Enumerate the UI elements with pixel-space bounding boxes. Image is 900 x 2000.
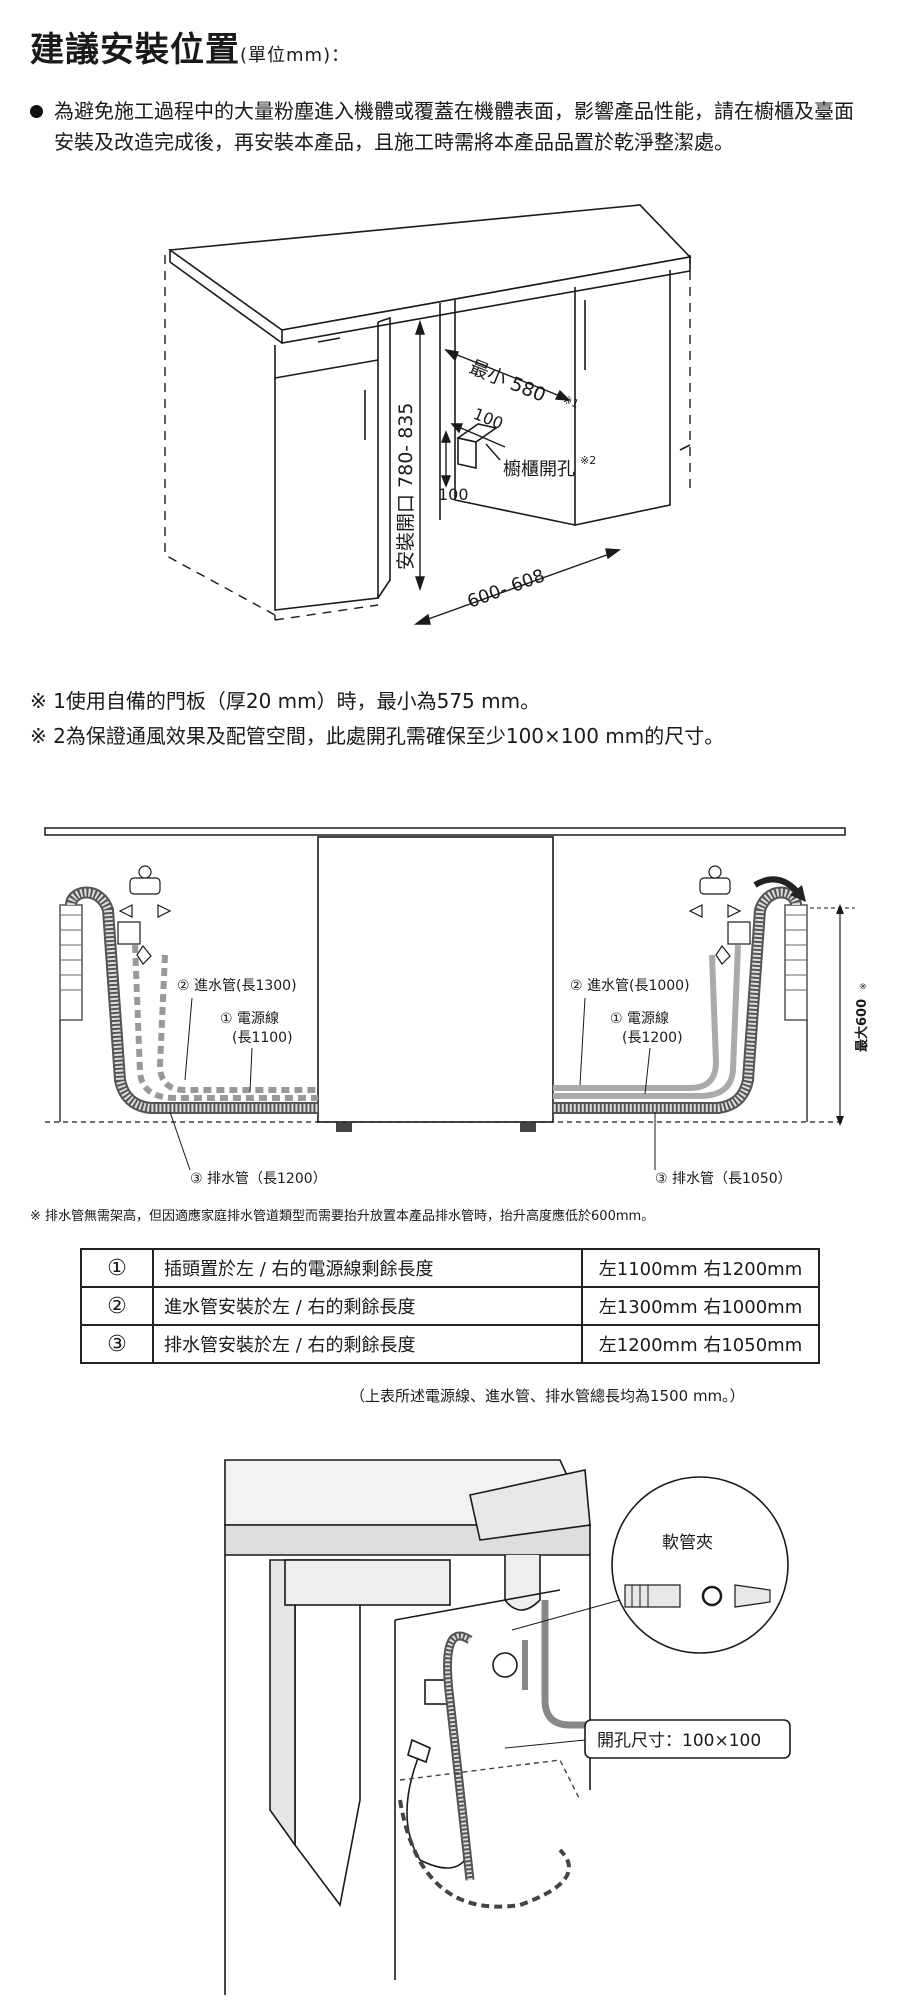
- title-unit: (單位mm)：: [240, 45, 351, 66]
- table-row: ① 插頭置於左 / 右的電源線剩餘長度 左1100mm 右1200mm: [80, 1248, 820, 1288]
- hole-label: 櫥櫃開孔: [503, 459, 575, 480]
- row-number: ③: [80, 1324, 154, 1364]
- bullet-text: 為避免施工過程中的大量粉塵進入機體或覆蓋在機體表面，影響產品性能，請在櫥櫃及臺面…: [54, 99, 854, 154]
- page-title: 建議安裝位置(單位mm)：: [30, 30, 351, 70]
- opening-height-label: 安裝開口 780- 835: [395, 403, 417, 570]
- table-note: （上表所述電源線、進水管、排水管總長均為1500 mm。）: [350, 1387, 745, 1405]
- row-number: ①: [80, 1248, 154, 1288]
- left-power-label: ① 電源線: [220, 1011, 279, 1027]
- min-width-mark: ※1: [561, 393, 581, 411]
- note-2: ※ 2為保證通風效果及配管空間，此處開孔需確保至少100×100 mm的尺寸。: [30, 724, 725, 748]
- max-height-label: 最大600: [854, 999, 870, 1052]
- right-drain-label: ③ 排水管（長1050）: [655, 1171, 792, 1187]
- left-drain-label: ③ 排水管（長1200）: [190, 1171, 327, 1187]
- row-value: 左1200mm 右1050mm: [581, 1324, 820, 1364]
- max-height-mark: ※: [859, 982, 869, 990]
- left-inlet-label: ② 進水管(長1300): [177, 978, 297, 994]
- row-description: 進水管安裝於左 / 右的剩餘長度: [152, 1286, 583, 1326]
- right-power-length: (長1200): [622, 1030, 683, 1046]
- row-description: 排水管安裝於左 / 右的剩餘長度: [152, 1324, 583, 1364]
- table-row: ③ 排水管安裝於左 / 右的剩餘長度 左1200mm 右1050mm: [80, 1324, 820, 1364]
- note-1: ※ 1使用自備的門板（厚20 mm）時，最小為575 mm。: [30, 689, 541, 713]
- hose-clamp-label: 軟管夾: [662, 1533, 713, 1553]
- cabinet-diagram: 最小 580 ※1 100 100 櫥櫃開孔 ※2 安裝開口 780- 835 …: [164, 204, 692, 625]
- right-inlet-label: ② 進水管(長1000): [570, 978, 690, 994]
- table-row: ② 進水管安裝於左 / 右的剩餘長度 左1300mm 右1000mm: [80, 1286, 820, 1326]
- row-value: 左1300mm 右1000mm: [581, 1286, 820, 1326]
- row-number: ②: [80, 1286, 154, 1326]
- hole-label-mark: ※2: [580, 454, 596, 467]
- row-description: 插頭置於左 / 右的電源線剩餘長度: [152, 1248, 583, 1288]
- bullet-dot: [30, 105, 43, 118]
- install-bullet: 為避免施工過程中的大量粉塵進入機體或覆蓋在機體表面，影響產品性能，請在櫥櫃及臺面…: [30, 96, 870, 158]
- right-power-label: ① 電源線: [610, 1011, 669, 1027]
- hose-diagram: 最大600 ※ ② 進水管(長1300) ① 電源線 (長1100) ③ 排水管…: [44, 827, 870, 1187]
- hole-height-label: 100: [438, 485, 469, 504]
- length-table: ① 插頭置於左 / 右的電源線剩餘長度 左1100mm 右1200mm ② 進水…: [80, 1248, 820, 1364]
- drain-warning: ※ 排水管無需架高，但因適應家庭排水管道類型而需要抬升放置本產品排水管時，抬升高…: [30, 1209, 655, 1224]
- hole-size-label: 開孔尺寸：100×100: [597, 1731, 761, 1751]
- left-power-length: (長1100): [232, 1030, 293, 1046]
- row-value: 左1100mm 右1200mm: [581, 1248, 820, 1288]
